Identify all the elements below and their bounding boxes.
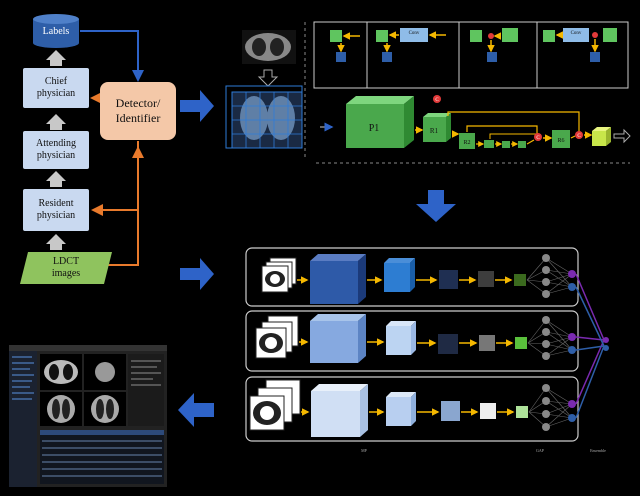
- p1-label: P1: [369, 123, 380, 134]
- attending-physician-box: Attending physician: [23, 131, 89, 169]
- fc-layers: [526, 254, 576, 431]
- mp-label: MP: [361, 448, 368, 453]
- r2-block: R2: [459, 133, 475, 149]
- up-arrows: [46, 50, 66, 250]
- big-arrow-right-2: [180, 258, 214, 290]
- software-screenshot: [9, 345, 167, 487]
- module-2: Conv: [376, 28, 446, 62]
- r1-label: R1: [430, 127, 439, 135]
- ct-stack-2: [255, 315, 299, 359]
- ensemble-panel-2: [245, 310, 579, 372]
- concat-node-1: [534, 133, 542, 141]
- chief-physician-box: Chief physician: [23, 68, 89, 108]
- pipeline-output-arrow: [613, 128, 631, 144]
- conv-label-2: Conv: [571, 31, 582, 36]
- ct-slice-icon: [242, 30, 296, 64]
- p1-block: P1: [346, 96, 414, 148]
- concat-label-1: C: [536, 136, 540, 141]
- row3-cubes: [311, 384, 528, 437]
- module-3: [470, 28, 518, 62]
- ldct-images-text: LDCT images: [51, 256, 81, 279]
- concat-node-top: [433, 95, 441, 103]
- ensemble-lines: [575, 273, 609, 419]
- concat-label-2: C: [577, 134, 581, 139]
- labels-cylinder: [33, 14, 79, 48]
- ensemble-panel-3: [245, 376, 579, 442]
- ensemble-label: Ensemble: [590, 448, 606, 453]
- small-blocks: [447, 111, 580, 148]
- labels-text: Labels: [42, 26, 70, 37]
- r6-block: R6: [552, 130, 570, 148]
- big-arrow-right-1: [180, 90, 214, 122]
- r1-block: R1: [423, 113, 451, 142]
- module-4: Conv: [543, 28, 617, 62]
- labels-to-detector-arrow: [80, 30, 144, 82]
- detector-identifier-box: Detector/ Identifier: [100, 82, 176, 140]
- ct-stack-1: [261, 257, 297, 293]
- residual-module-box: [313, 21, 629, 89]
- output-block: [592, 127, 611, 146]
- r2-label: R2: [463, 140, 470, 146]
- ldct-shape: [20, 252, 112, 284]
- row2-cubes: [310, 314, 527, 363]
- row1-cubes: [310, 254, 526, 304]
- ct-stack-3: [249, 379, 301, 431]
- row-arrows: [297, 276, 515, 416]
- lung-cube: [225, 85, 303, 149]
- concat-node-2: [575, 131, 583, 139]
- ldct-to-detector-arrow: [108, 146, 144, 266]
- module-1: [330, 30, 360, 62]
- concat-label-top: C: [435, 98, 439, 103]
- r6-label: R6: [557, 138, 564, 144]
- resident-physician-box: Resident physician: [23, 189, 89, 231]
- gap-label: GAP: [536, 448, 545, 453]
- big-arrow-left: [178, 393, 214, 427]
- conv-label-1: Conv: [409, 31, 420, 36]
- big-arrow-down: [416, 190, 456, 222]
- down-hollow-arrow: [257, 69, 279, 87]
- detector-to-resident-arrow: [91, 141, 139, 216]
